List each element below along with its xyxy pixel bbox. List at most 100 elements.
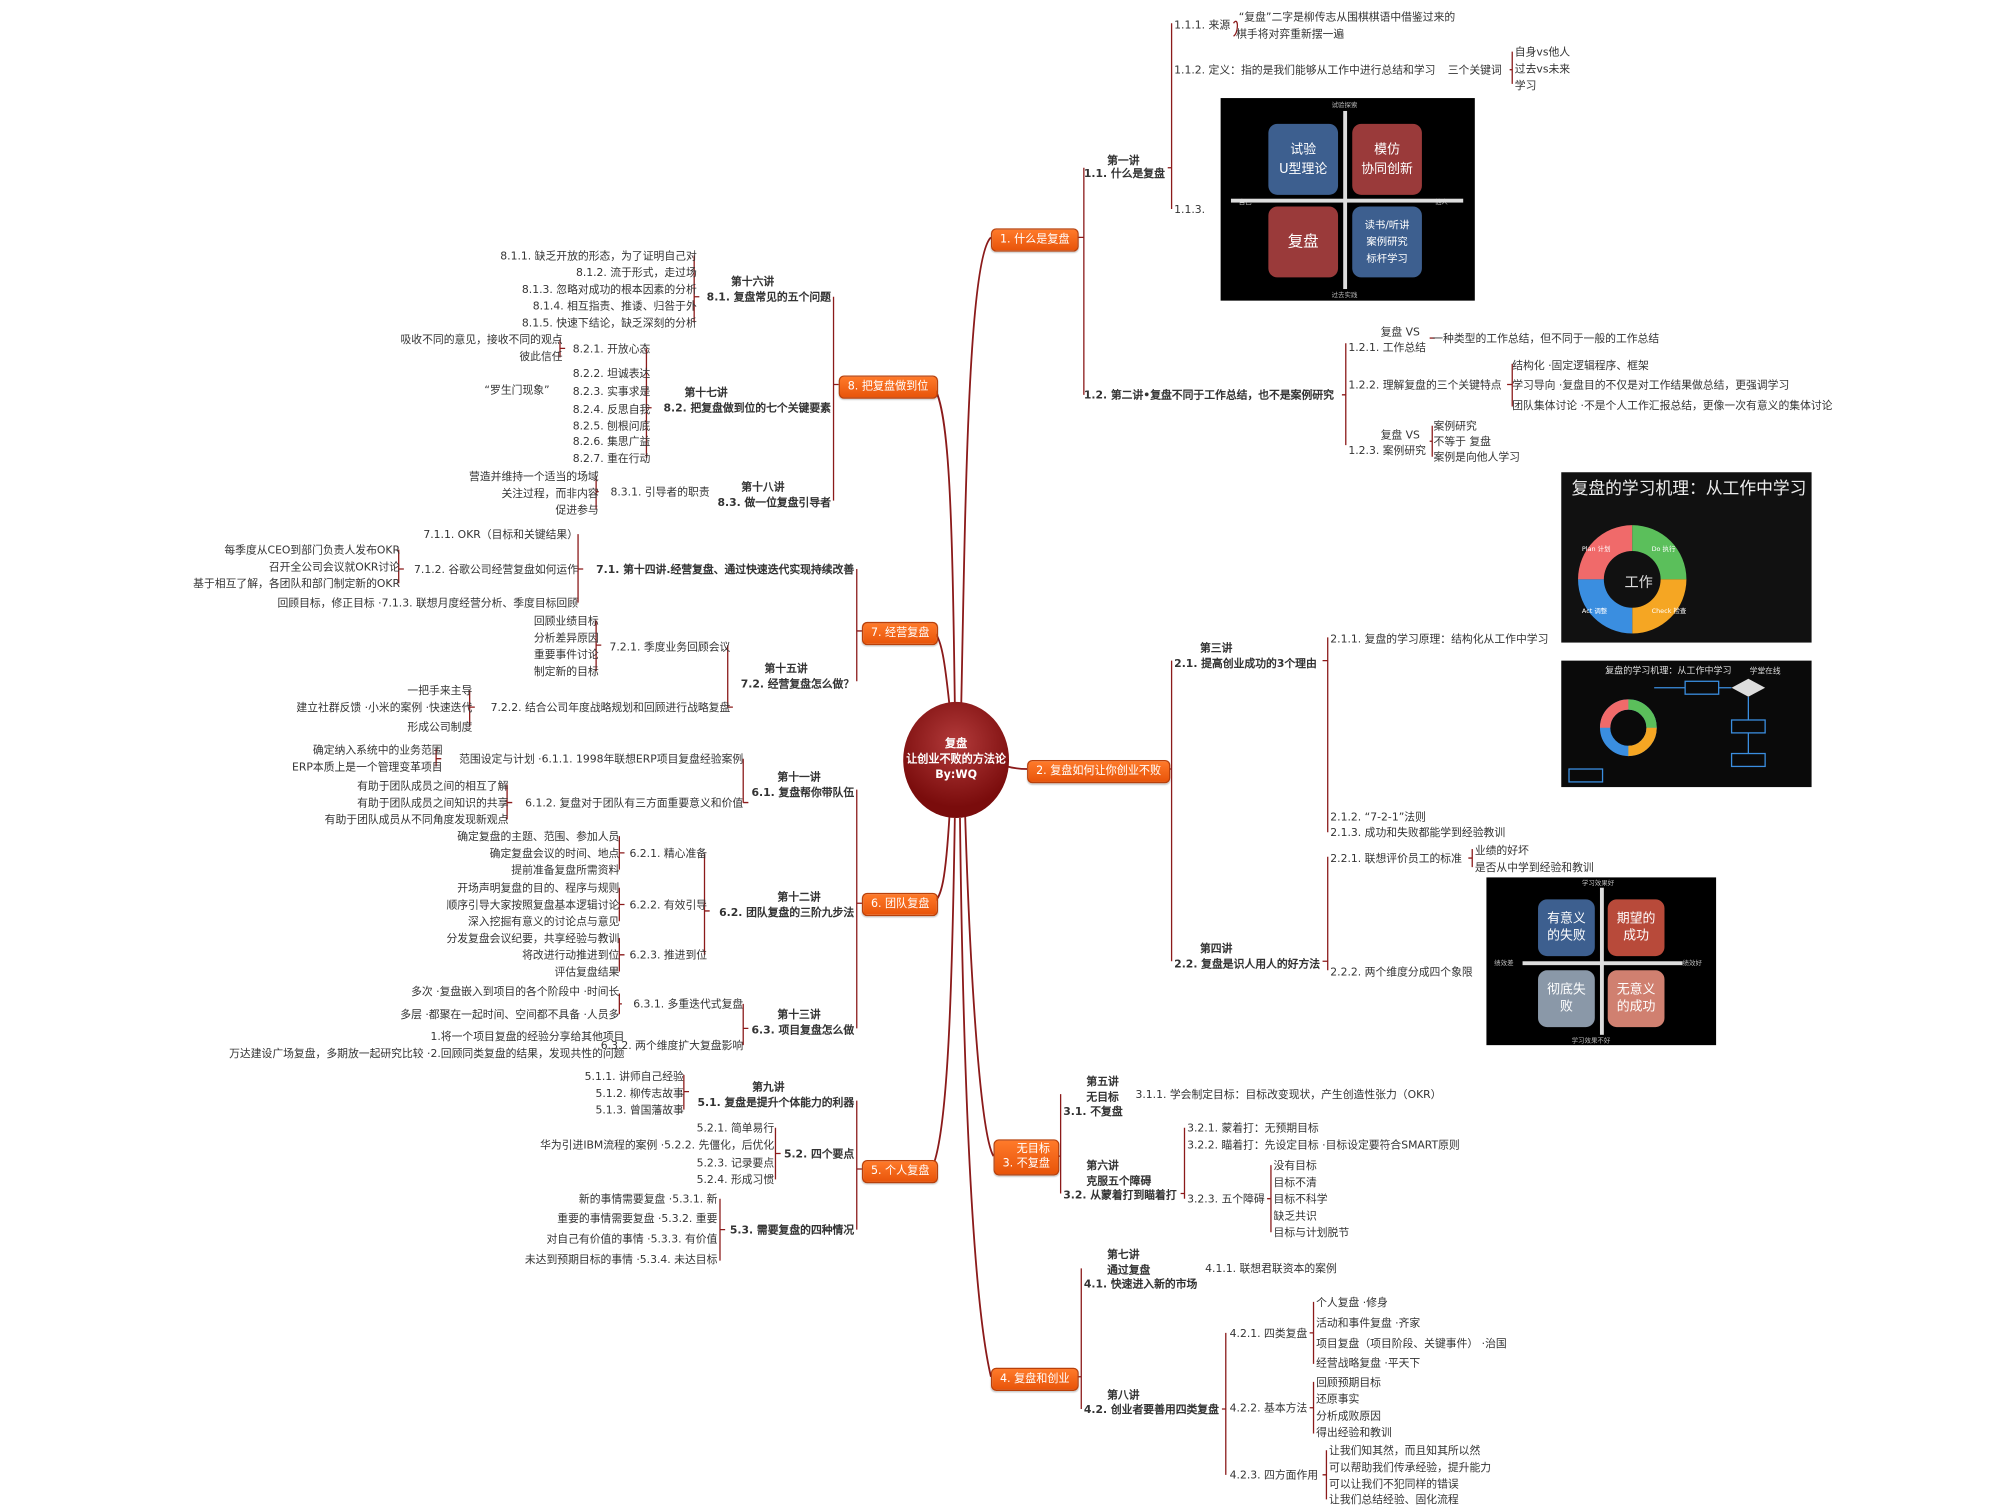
- branch-how-fupan-helps[interactable]: 2. 复盘如何让你创业不败: [1027, 759, 1171, 784]
- topic-note: 目标设定要符合SMART原则: [1325, 1138, 1460, 1151]
- topic-3-2-1[interactable]: 3.2.1. 蒙着打：无预期目标: [1187, 1121, 1319, 1135]
- flow-diagram: [1568, 678, 1766, 783]
- problem-item[interactable]: 8.1.1. 缺乏开放的形态，为了证明自己对: [500, 249, 697, 262]
- topic-6-3-2[interactable]: 6.3.2. 两个维度扩大复盘影响: [600, 1038, 744, 1052]
- element-item[interactable]: 8.2.7. 重在行动: [572, 451, 651, 465]
- topic-8-2[interactable]: 8.2. 把复盘做到位的七个关键要素: [663, 401, 831, 415]
- problem-item[interactable]: 8.1.3. 忽略对成功的根本因素的分析: [521, 282, 697, 296]
- topic-3-1-1[interactable]: 3.1.1. 学会制定目标：目标改变现状，产生创造性张力（OKR）: [1135, 1087, 1442, 1101]
- element-item[interactable]: 8.2.3. 实事求是: [572, 384, 651, 398]
- topic-2-1[interactable]: 2.1. 提高创业成功的3个理由: [1174, 656, 1317, 670]
- topic-5-3[interactable]: 5.3. 需要复盘的四种情况: [729, 1223, 855, 1237]
- topic-1-1-1[interactable]: 1.1.1. 来源: [1174, 18, 1231, 31]
- topic-1-2-2[interactable]: 1.2.2. 理解复盘的三个关键特点: [1348, 378, 1502, 391]
- topic-4-1-1[interactable]: 4.1.1. 联想君联资本的案例: [1205, 1261, 1337, 1275]
- topic-2-2-2[interactable]: 2.2.2. 两个维度分成四个象限: [1330, 965, 1473, 979]
- central-topic[interactable]: 复盘 让创业不败的方法论 By:WQ: [903, 701, 1010, 819]
- topic-5-2[interactable]: 5.2. 四个要点: [783, 1147, 855, 1160]
- topic-7-2-2[interactable]: 7.2.2. 结合公司年度战略规划和回顾进行战略复盘: [490, 700, 731, 714]
- obstacle-item: 缺乏共识: [1273, 1209, 1317, 1222]
- topic-5-2-1[interactable]: 5.2.1. 简单易行: [696, 1121, 775, 1135]
- situation-item[interactable]: 对自己有价值的事情 ·5.3.3. 有价值: [546, 1232, 718, 1246]
- topic-6-2-3[interactable]: 6.2.3. 推进到位: [629, 948, 708, 962]
- topic-2-1-3[interactable]: 2.1.3. 成功和失败都能学到经验教训: [1330, 825, 1506, 839]
- topic-6-3-1[interactable]: 6.3.1. 多重迭代式复盘: [633, 997, 744, 1011]
- branch-fupan-and-startup[interactable]: 4. 复盘和创业: [990, 1367, 1079, 1391]
- element-item[interactable]: 8.2.4. 反思自我: [572, 402, 651, 416]
- topic-5-1[interactable]: 5.1. 复盘是提升个体能力的利器: [697, 1095, 855, 1109]
- topic-7-2[interactable]: 7.2. 经营复盘怎么做？: [740, 677, 855, 691]
- branch-personal-fupan[interactable]: 5. 个人复盘: [861, 1159, 939, 1184]
- topic-3-1[interactable]: 3.1. 不复盘: [1063, 1104, 1123, 1118]
- branch-business-fupan[interactable]: 7. 经营复盘: [861, 621, 939, 646]
- topic-6-1-1[interactable]: 范围设定与计划 ·6.1.1. 1998年联想ERP项目复盘经验案例: [459, 752, 744, 766]
- mini-ring-segment: [1627, 699, 1657, 729]
- topic-2-1-1[interactable]: 2.1.1. 复盘的学习原理：结构化从工作中学习: [1330, 632, 1549, 646]
- feature-label: 结构化: [1512, 358, 1545, 372]
- topic-6-2-1[interactable]: 6.2.1. 精心准备: [629, 846, 708, 860]
- topic-3-2[interactable]: 3.2. 从蒙着打到瞄着打: [1063, 1188, 1177, 1202]
- element-item[interactable]: 8.2.1. 开放心态: [572, 341, 651, 355]
- topic-2-2[interactable]: 2.2. 复盘是识人用人的好方法: [1174, 957, 1321, 971]
- problem-item[interactable]: 8.1.4. 相互指责、推诿、归咎于外: [532, 299, 697, 313]
- branch-no-goal[interactable]: 无目标 3. 不复盘: [993, 1139, 1059, 1176]
- situation-item[interactable]: 未达到预期目标的事情 ·5.3.4. 未达目标: [524, 1252, 718, 1266]
- note-case-1: 案例研究: [1433, 419, 1477, 433]
- topic-5-1-item[interactable]: 5.1.1. 讲师自己经验: [584, 1069, 684, 1083]
- topic-5-1-item[interactable]: 5.1.2. 柳传志故事: [595, 1086, 684, 1100]
- branch-what-is-fupan[interactable]: 1. 什么是复盘: [990, 228, 1079, 252]
- topic-7-1-3[interactable]: 回顾目标，修正目标 ·7.1.3. 联想月度经营分析、季度目标回顾: [277, 596, 579, 610]
- topic-3-2-2[interactable]: 3.2.2. 瞄着打：先设定目标 ·目标设定要符合SMART原则: [1187, 1138, 1460, 1151]
- element-item[interactable]: 8.2.6. 集思广益: [572, 434, 651, 448]
- topic-6-1[interactable]: 6.1. 复盘帮你带队伍: [751, 785, 855, 799]
- situation-desc: 重要的事情需要复盘: [557, 1211, 655, 1225]
- feature-label: 学习导向: [1512, 378, 1556, 391]
- topic-4-2-1[interactable]: 4.2.1. 四类复盘: [1229, 1326, 1308, 1340]
- topic-1-2[interactable]: 1.2. 第二讲•复盘不同于工作总结，也不是案例研究: [1083, 388, 1334, 402]
- topic-1-2-1[interactable]: 1.2.1. 工作总结: [1348, 340, 1426, 354]
- topic-5-2-4[interactable]: 5.2.4. 形成习惯: [696, 1172, 775, 1186]
- topic-5-1-item[interactable]: 5.1.3. 曾国藩故事: [595, 1103, 684, 1117]
- topic-7-2-1[interactable]: 7.2.1. 季度业务回顾会议: [609, 639, 731, 653]
- topic-4-1[interactable]: 4.1. 快速进入新的市场: [1083, 1277, 1198, 1291]
- central-topic-author: By:WQ: [935, 769, 977, 782]
- topic-8-3[interactable]: 8.3. 做一位复盘引导者: [717, 495, 831, 509]
- topic-6-3[interactable]: 6.3. 项目复盘怎么做: [751, 1023, 855, 1037]
- topic-8-1[interactable]: 8.1. 复盘常见的五个问题: [706, 290, 831, 304]
- topic-1-1[interactable]: 1.1. 什么是复盘: [1083, 166, 1165, 180]
- topic-5-2-3[interactable]: 5.2.3. 记录要点: [696, 1156, 775, 1170]
- topic-1-1-3[interactable]: 1.1.3.: [1174, 202, 1206, 216]
- element-item[interactable]: 8.2.2. 坦诚表达: [572, 366, 651, 380]
- strategy-sub1: 小米的案例: [368, 700, 423, 714]
- problem-item[interactable]: 8.1.2. 流于形式，走过场: [575, 265, 697, 279]
- feature-team: 团队集体讨论 ·不是个人工作汇报总结，更像一次有意义的集体讨论: [1512, 398, 1833, 412]
- branch-team-fupan[interactable]: 6. 团队复盘: [861, 892, 939, 917]
- topic-4-2-2[interactable]: 4.2.2. 基本方法: [1229, 1401, 1308, 1415]
- problem-item[interactable]: 8.1.5. 快速下结论，缺乏深刻的分析: [521, 316, 697, 330]
- topic-2-2-1[interactable]: 2.2.1. 联想评价员工的标准: [1330, 851, 1462, 865]
- topic-8-3-1[interactable]: 8.3.1. 引导者的职责: [610, 485, 710, 499]
- note-case-2: 不等于 复盘: [1433, 434, 1492, 448]
- topic-4-2-3[interactable]: 4.2.3. 四方面作用: [1229, 1468, 1319, 1482]
- situation-item[interactable]: 重要的事情需要复盘 ·5.3.2. 重要: [557, 1211, 718, 1225]
- situation-item[interactable]: 新的事情需要复盘 ·5.3.1. 新: [578, 1192, 718, 1206]
- topic-1-1-2[interactable]: 1.1.2. 定义：指的是我们能够从工作中进行总结和学习: [1174, 63, 1436, 77]
- horizontal-axis-arrow: [1522, 961, 1683, 966]
- topic-6-2[interactable]: 6.2. 团队复盘的三阶九步法: [719, 905, 855, 919]
- element-item[interactable]: 8.2.5. 刨根问底: [572, 419, 651, 433]
- topic-7-1-2[interactable]: 7.1.2. 谷歌公司经营复盘如何运作: [414, 562, 579, 576]
- topic-5-2-2[interactable]: 华为引进IBM流程的案例 ·5.2.2. 先僵化，后优化: [540, 1138, 775, 1151]
- topic-6-2-2[interactable]: 6.2.2. 有效引导: [629, 898, 708, 911]
- topic-6-1-2[interactable]: 6.1.2. 复盘对于团队有三方面重要意义和价值: [525, 796, 744, 810]
- topic-7-1-1[interactable]: 7.1.1. OKR（目标和关键结果）: [423, 527, 579, 541]
- lecture-label: 第八讲: [1107, 1388, 1140, 1402]
- topic-7-1[interactable]: 7.1. 第十四讲.经营复盘、通过快速迭代实现持续改善: [596, 562, 855, 576]
- topic-3-2-3[interactable]: 3.2.3. 五个障碍: [1187, 1192, 1265, 1206]
- quadrant-fupan: 复盘: [1268, 206, 1339, 278]
- topic-1-2-3[interactable]: 1.2.3. 案例研究: [1348, 443, 1426, 457]
- branch-do-it-right[interactable]: 8. 把复盘做到位: [838, 375, 938, 399]
- situation-desc: 对自己有价值的事情: [546, 1232, 644, 1246]
- topic-2-1-2[interactable]: 2.1.2. “7-2-1”法则: [1330, 810, 1426, 824]
- topic-label: 7.1.3. 联想月度经营分析、季度目标回顾: [381, 596, 579, 610]
- topic-4-2[interactable]: 4.2. 创业者要善用四类复盘: [1083, 1402, 1219, 1416]
